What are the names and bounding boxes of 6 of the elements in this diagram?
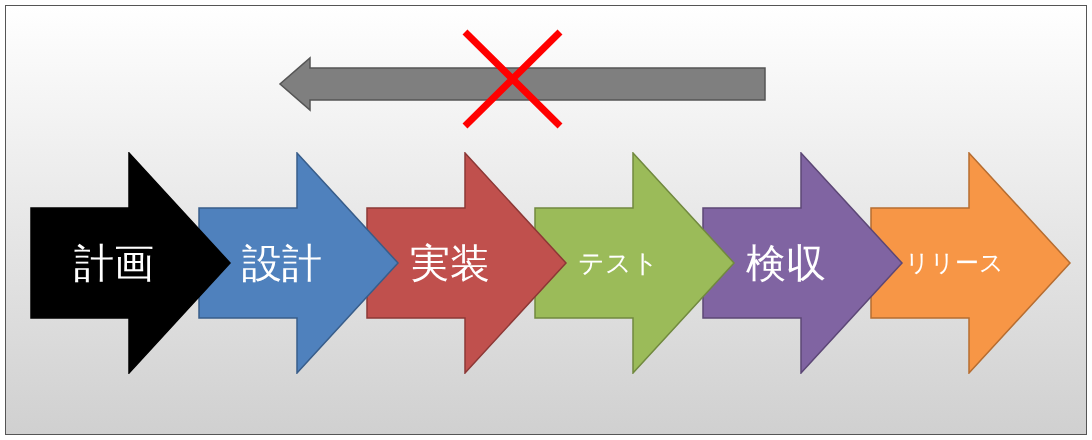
step-label: 実装: [409, 239, 491, 288]
step-label: 計画: [73, 239, 155, 288]
step-label: リリース: [903, 248, 1005, 279]
step-label: テスト: [576, 247, 660, 280]
step-label: 設計: [241, 239, 323, 288]
step-label: 検収: [745, 239, 827, 288]
